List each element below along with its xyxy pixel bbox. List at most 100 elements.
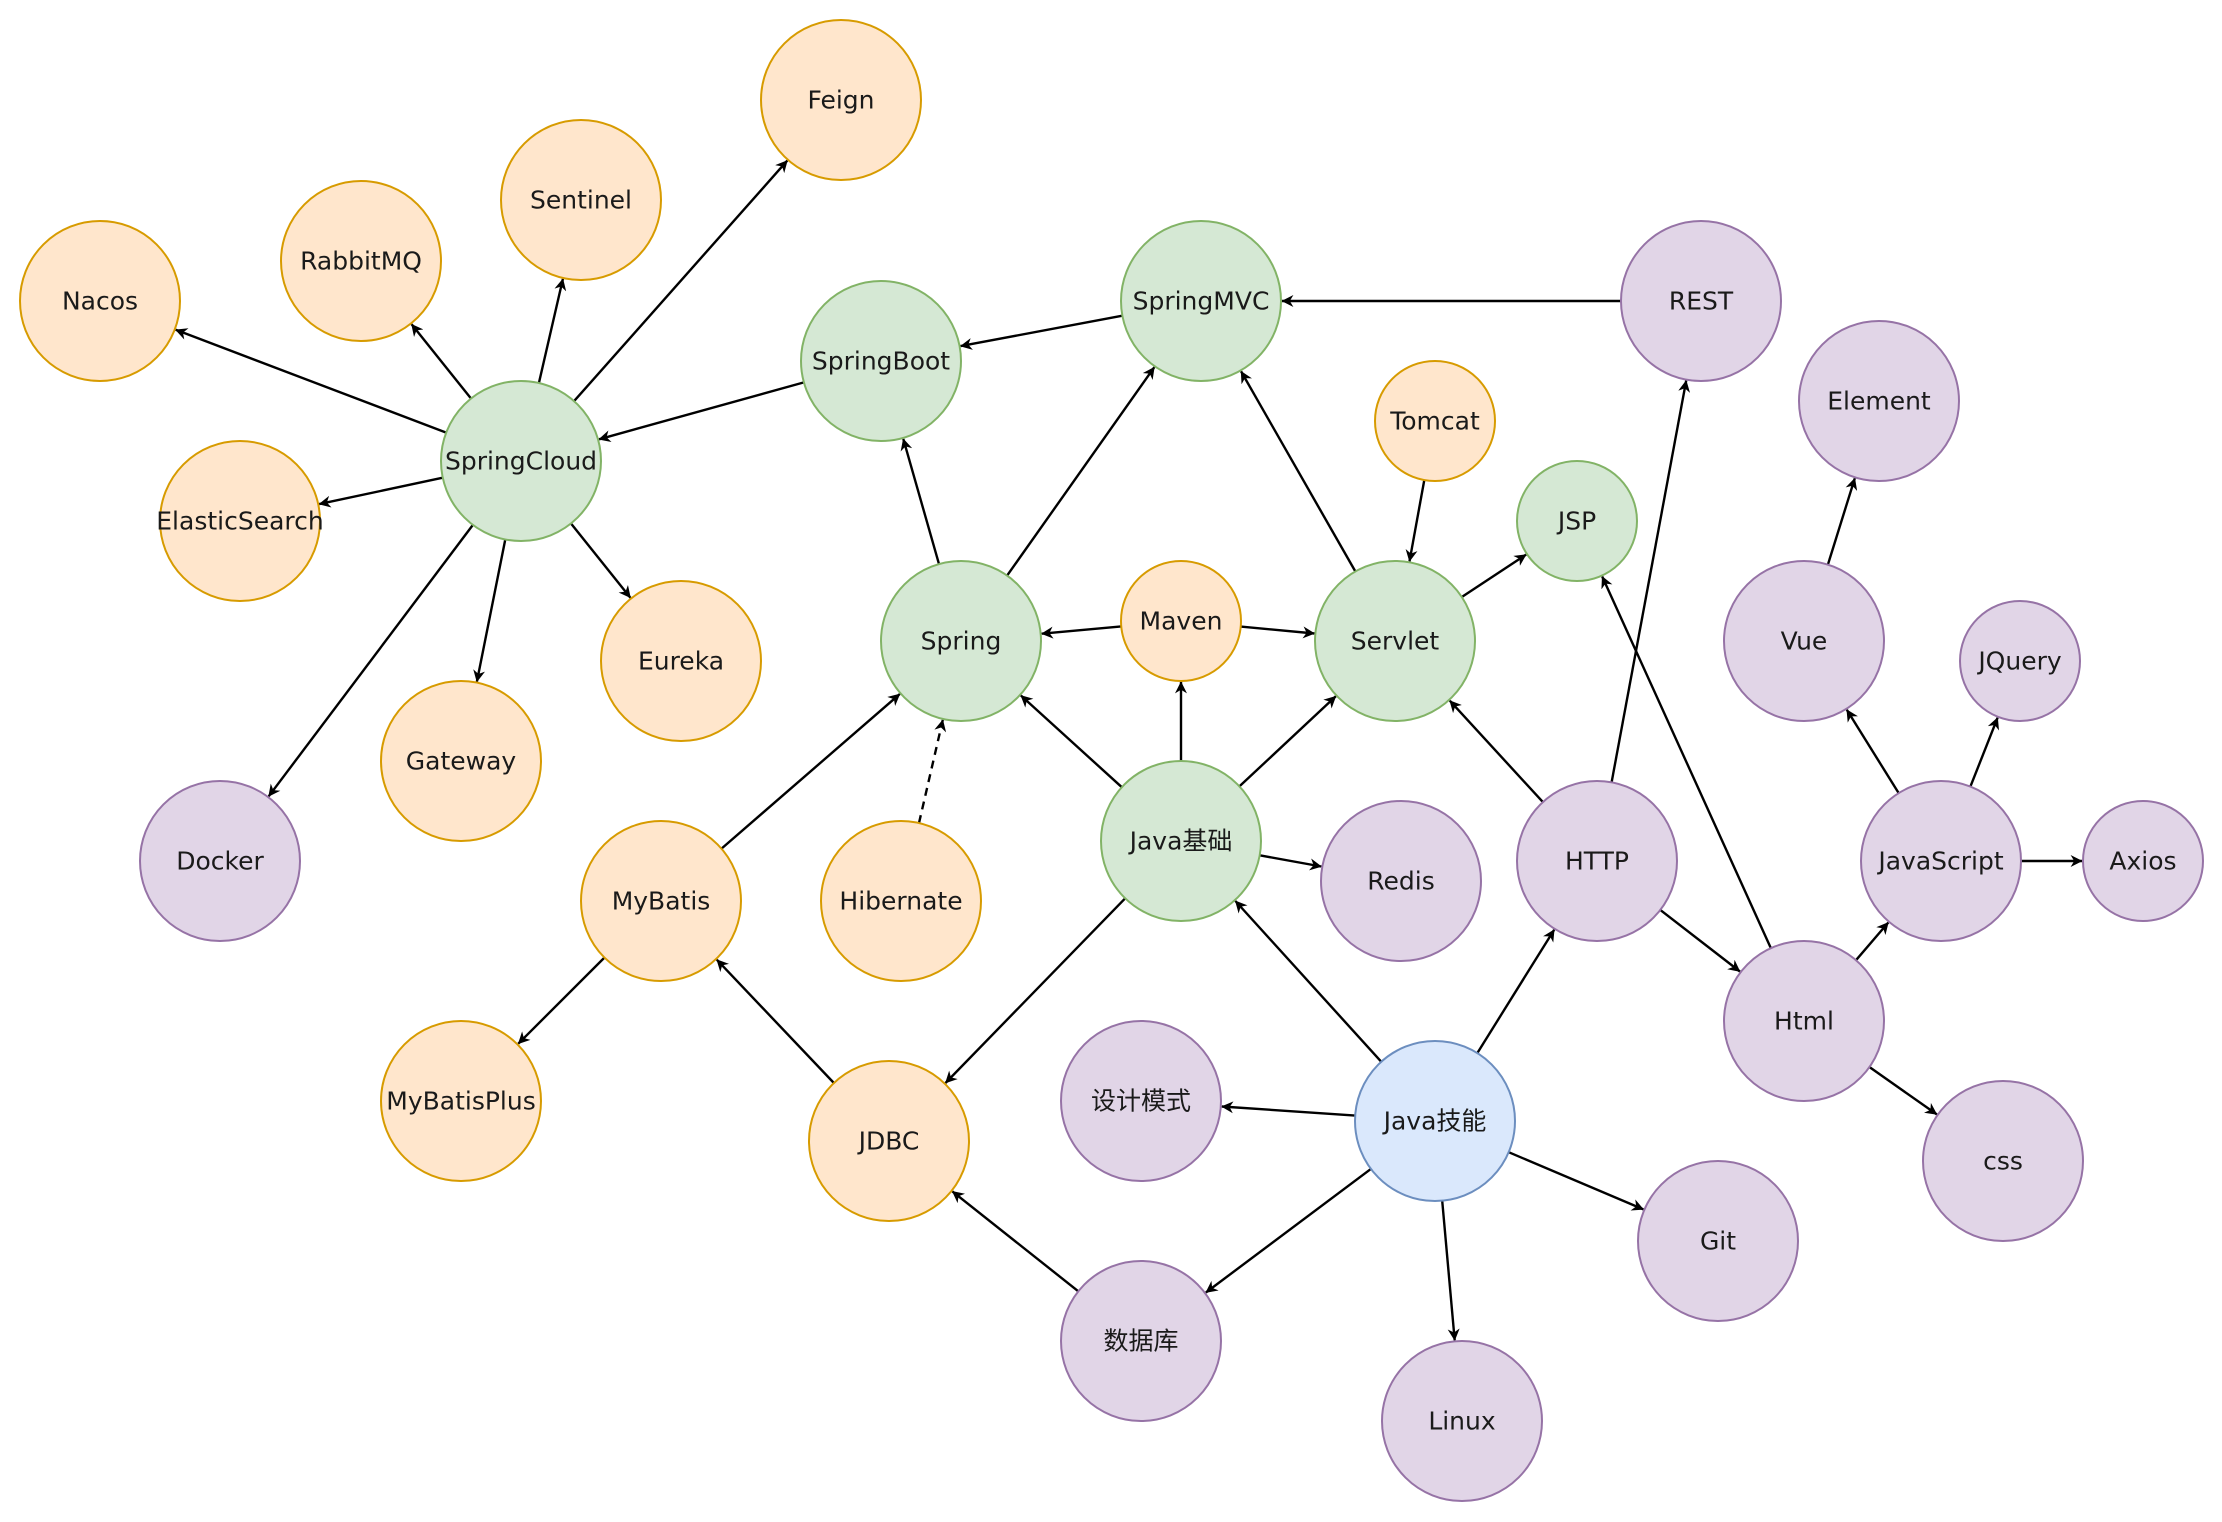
node-circle[interactable] [808, 1060, 970, 1222]
edge-javaskill-to-http [1476, 929, 1556, 1054]
node-nacos[interactable]: Nacos [19, 220, 181, 382]
node-jsp[interactable]: JSP [1516, 460, 1638, 582]
node-label: Sentinel [530, 186, 632, 215]
node-circle[interactable] [760, 19, 922, 181]
node-circle[interactable] [1620, 220, 1782, 382]
edge-html-to-jsp [1601, 575, 1772, 949]
node-circle[interactable] [1723, 560, 1885, 722]
node-rabbitmq[interactable]: RabbitMQ [280, 180, 442, 342]
edge-javabase-to-redis [1259, 854, 1322, 871]
edge-javabase-to-jdbc [944, 897, 1127, 1084]
node-circle[interactable] [500, 119, 662, 281]
node-axios[interactable]: Axios [2082, 800, 2204, 922]
edges-layer [175, 159, 2083, 1341]
node-elasticsearch[interactable]: ElasticSearch [156, 440, 324, 602]
node-http[interactable]: HTTP [1516, 780, 1678, 942]
node-tomcat[interactable]: Tomcat [1374, 360, 1496, 482]
node-label: Java基础 [1128, 827, 1233, 856]
node-spring[interactable]: Spring [880, 560, 1042, 722]
node-redis[interactable]: Redis [1320, 800, 1482, 962]
node-circle[interactable] [19, 220, 181, 382]
edge-springboot-to-springcloud [598, 381, 805, 443]
node-circle[interactable] [1354, 1040, 1516, 1202]
node-database[interactable]: 数据库 [1060, 1260, 1222, 1422]
node-eureka[interactable]: Eureka [600, 580, 762, 742]
node-circle[interactable] [820, 820, 982, 982]
node-html[interactable]: Html [1723, 940, 1885, 1102]
node-circle[interactable] [1637, 1160, 1799, 1322]
edge-database-to-jdbc [951, 1190, 1080, 1293]
node-circle[interactable] [159, 440, 321, 602]
edge-html-to-css [1868, 1066, 1938, 1116]
node-circle[interactable] [1798, 320, 1960, 482]
node-circle[interactable] [1860, 780, 2022, 942]
node-springboot[interactable]: SpringBoot [800, 280, 962, 442]
node-circle[interactable] [1120, 220, 1282, 382]
node-circle[interactable] [1100, 760, 1262, 922]
node-sentinel[interactable]: Sentinel [500, 119, 662, 281]
edge-maven-to-spring [1041, 625, 1122, 639]
node-javascript[interactable]: JavaScript [1860, 780, 2022, 942]
node-label: RabbitMQ [300, 247, 422, 276]
node-circle[interactable] [600, 580, 762, 742]
node-element[interactable]: Element [1798, 320, 1960, 482]
node-gateway[interactable]: Gateway [380, 680, 542, 842]
node-circle[interactable] [1922, 1080, 2084, 1242]
edge-javaskill-to-database [1205, 1167, 1372, 1294]
node-git[interactable]: Git [1637, 1160, 1799, 1322]
node-designpattern[interactable]: 设计模式 [1060, 1020, 1222, 1182]
node-circle[interactable] [1314, 560, 1476, 722]
node-label: Eureka [638, 647, 724, 676]
node-circle[interactable] [1060, 1260, 1222, 1422]
node-mybatisplus[interactable]: MyBatisPlus [380, 1020, 542, 1182]
edge-javaskill-to-git [1508, 1151, 1644, 1211]
node-rest[interactable]: REST [1620, 220, 1782, 382]
node-circle[interactable] [1516, 460, 1638, 582]
node-label: REST [1669, 287, 1734, 316]
node-springcloud[interactable]: SpringCloud [440, 380, 602, 542]
node-jquery[interactable]: JQuery [1959, 600, 2081, 722]
node-feign[interactable]: Feign [760, 19, 922, 181]
node-circle[interactable] [380, 680, 542, 842]
node-css[interactable]: css [1922, 1080, 2084, 1242]
node-linux[interactable]: Linux [1381, 1340, 1543, 1502]
edge-springcloud-to-nacos [175, 328, 447, 434]
node-label: 数据库 [1103, 1327, 1178, 1356]
node-circle[interactable] [1120, 560, 1242, 682]
node-circle[interactable] [1959, 600, 2081, 722]
node-mybatis[interactable]: MyBatis [580, 820, 742, 982]
edge-vue-to-element [1826, 477, 1858, 565]
node-jdbc[interactable]: JDBC [808, 1060, 970, 1222]
node-label: Java技能 [1382, 1107, 1487, 1136]
node-circle[interactable] [380, 1020, 542, 1182]
edge-javaskill-to-javabase [1234, 900, 1383, 1063]
node-circle[interactable] [880, 560, 1042, 722]
node-javabase[interactable]: Java基础 [1100, 760, 1262, 922]
node-circle[interactable] [280, 180, 442, 342]
node-maven[interactable]: Maven [1120, 560, 1242, 682]
node-circle[interactable] [1723, 940, 1885, 1102]
node-circle[interactable] [1381, 1340, 1543, 1502]
node-vue[interactable]: Vue [1723, 560, 1885, 722]
node-circle[interactable] [1516, 780, 1678, 942]
node-hibernate[interactable]: Hibernate [820, 820, 982, 982]
node-label: JDBC [857, 1127, 920, 1156]
node-circle[interactable] [800, 280, 962, 442]
node-circle[interactable] [440, 380, 602, 542]
node-circle[interactable] [1060, 1020, 1222, 1182]
node-circle[interactable] [580, 820, 742, 982]
node-label: Git [1700, 1227, 1736, 1256]
node-label: Spring [921, 627, 1002, 656]
node-springmvc[interactable]: SpringMVC [1120, 220, 1282, 382]
node-servlet[interactable]: Servlet [1314, 560, 1476, 722]
node-docker[interactable]: Docker [139, 780, 301, 942]
node-circle[interactable] [1374, 360, 1496, 482]
node-javaskill[interactable]: Java技能 [1354, 1040, 1516, 1202]
node-circle[interactable] [139, 780, 301, 942]
node-circle[interactable] [1320, 800, 1482, 962]
node-label: Nacos [62, 287, 138, 316]
edge-http-to-servlet [1448, 699, 1544, 803]
node-circle[interactable] [2082, 800, 2204, 922]
